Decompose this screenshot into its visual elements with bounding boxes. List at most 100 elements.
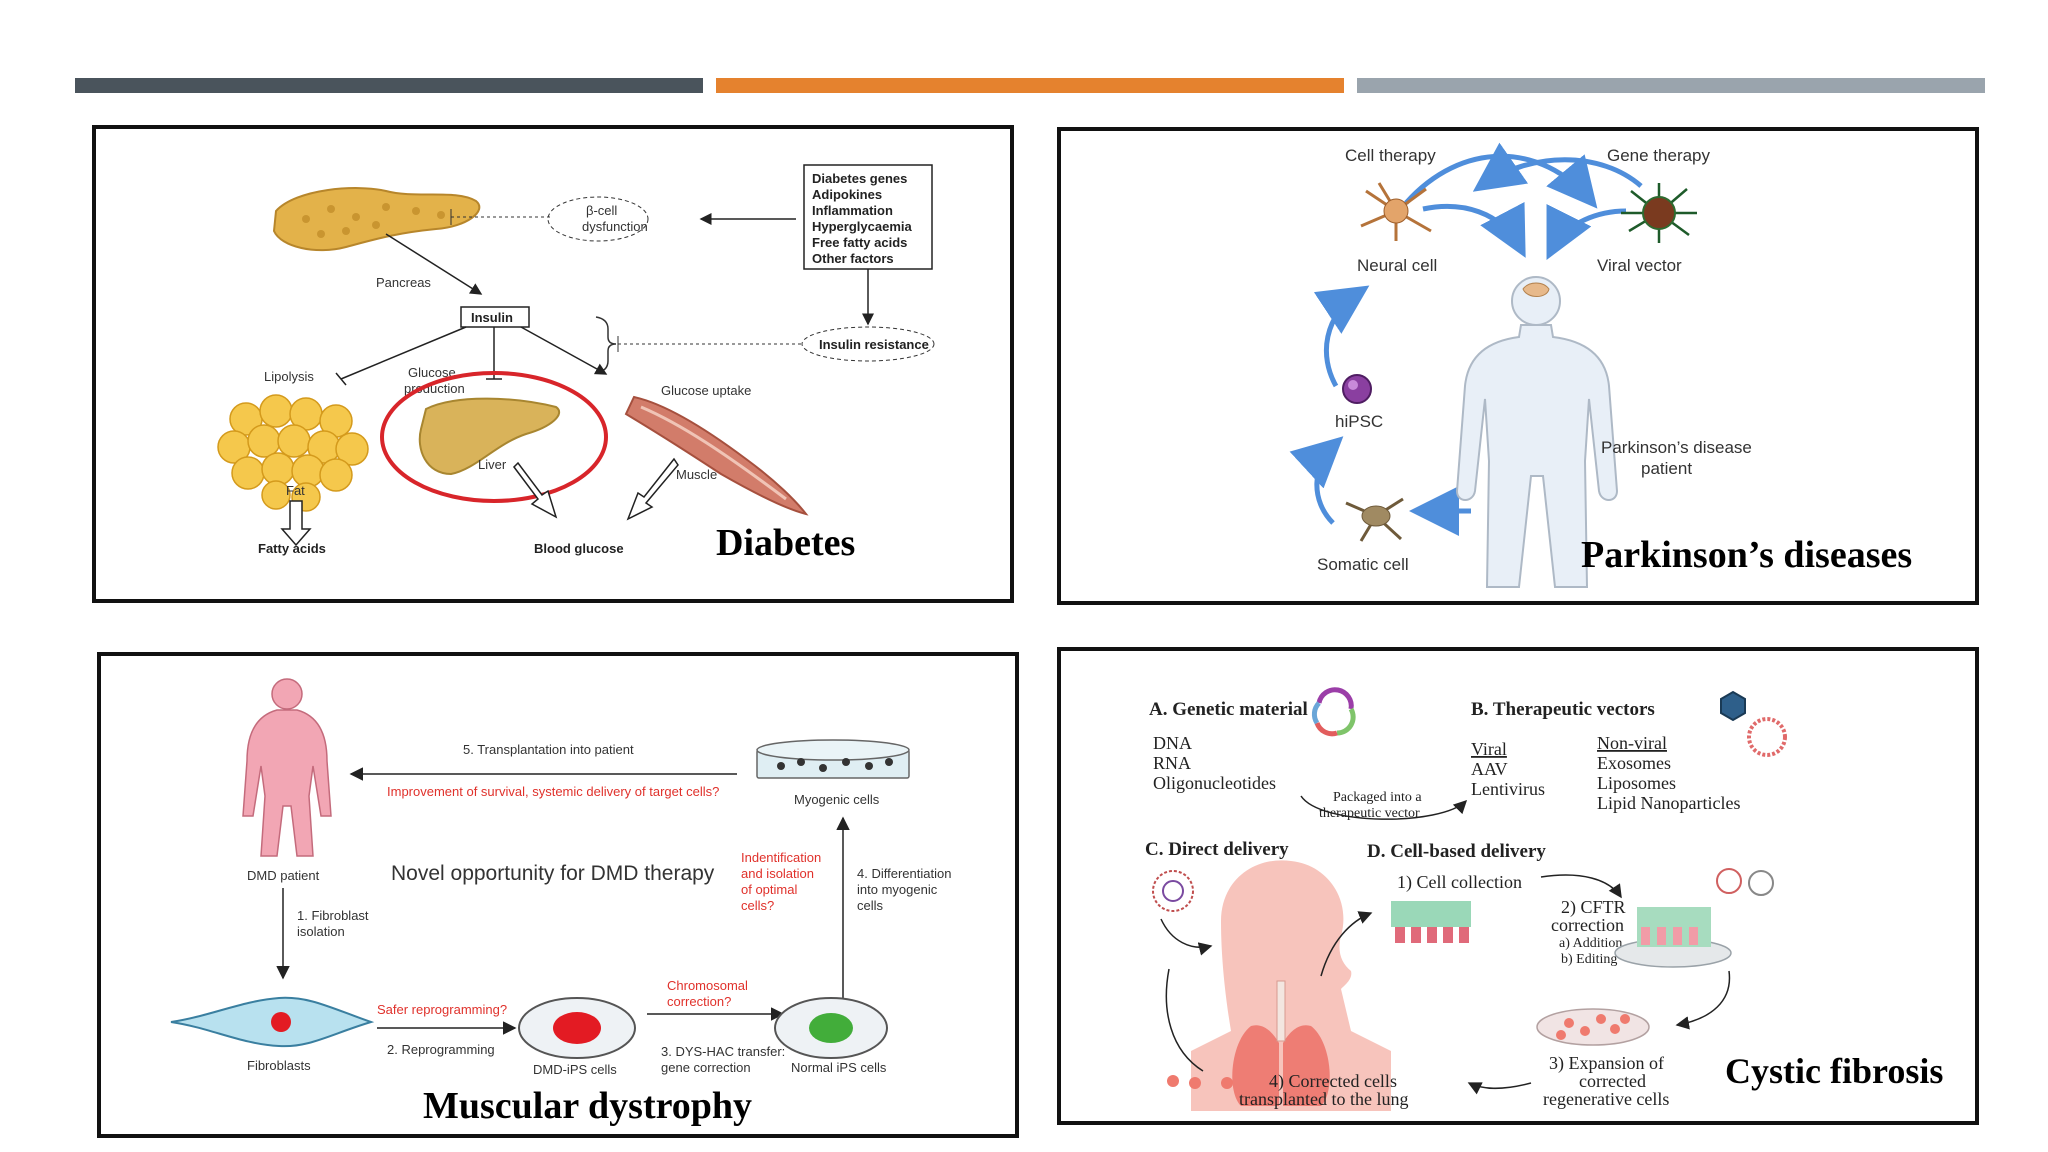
- viral-aav: AAV: [1471, 759, 1508, 779]
- hipsc-to-neural-arrow: [1313, 285, 1370, 388]
- expansion-dish: [1536, 1008, 1650, 1046]
- airway-cells-illustration: [1391, 901, 1471, 943]
- muscle-down-arrow: [626, 457, 679, 521]
- factors-box: [803, 164, 933, 270]
- liver-illustration: [418, 397, 561, 476]
- pancreas-insulin-arrow: [385, 233, 483, 295]
- nanoparticle-icon: [1152, 870, 1194, 912]
- packaged-arrow: [1300, 795, 1468, 820]
- fat-label: Fat: [286, 483, 305, 498]
- header-bar-dark: [75, 78, 703, 93]
- parkinson-panel: Cell therapy Gene therapy Neural cell Vi…: [1057, 127, 1979, 605]
- fibroblast-nucleus: [271, 1012, 291, 1032]
- liver-label: Liver: [478, 457, 507, 472]
- liposome-icon: [1747, 717, 1787, 757]
- insulin-box: [460, 306, 530, 328]
- parkinson-title: Parkinson’s diseases: [1581, 534, 1912, 576]
- therapeutic-vectors-heading: B. Therapeutic vectors: [1471, 699, 1655, 720]
- beta-cell-label-1: β-cell: [586, 203, 617, 218]
- insulin-label: Insulin: [471, 310, 513, 325]
- nonviral-liposomes: Liposomes: [1597, 773, 1676, 793]
- cell-collection-arrow: [1320, 911, 1373, 977]
- cf-step3-3: regenerative cells: [1543, 1089, 1669, 1109]
- cf-step2-4: b) Editing: [1561, 952, 1617, 967]
- factor-1: Diabetes genes: [812, 171, 907, 186]
- cf-step3-1: 3) Expansion of: [1549, 1053, 1664, 1074]
- nonviral-exosomes: Exosomes: [1597, 753, 1671, 773]
- liver-down-arrow: [513, 461, 558, 519]
- normal-ips-label: Normal iPS cells: [791, 1060, 887, 1075]
- chromosomal-label-2: correction?: [667, 994, 731, 1009]
- gm-dna: DNA: [1153, 733, 1192, 753]
- nonviral-lnp: Lipid Nanoparticles: [1597, 793, 1740, 813]
- insulin-lipolysis-line: [340, 326, 467, 380]
- neural-cell-label: Neural cell: [1357, 256, 1437, 275]
- pancreas-illustration: [272, 187, 481, 252]
- factor-2: Adipokines: [812, 187, 882, 202]
- direct-delivery-heading: C. Direct delivery: [1145, 839, 1289, 860]
- cf-step2-2: correction: [1551, 915, 1624, 935]
- corrected-cells-dish: [1614, 907, 1732, 968]
- liver-highlight-ellipse: [380, 371, 608, 503]
- vector-particle-icon-1: [1716, 868, 1742, 894]
- dna-plasmid-icon: [1311, 687, 1356, 737]
- cf-step4-1: 4) Corrected cells: [1269, 1071, 1397, 1092]
- lung-patient-illustration: [1191, 860, 1391, 1111]
- glucose-production-label-2: production: [404, 381, 465, 396]
- header-bar-orange: [716, 78, 1344, 93]
- gene-therapy-arrow: [1472, 142, 1643, 192]
- step4-label-1: 4. Differentiation: [857, 866, 951, 881]
- myogenic-cells-label: Myogenic cells: [794, 792, 880, 807]
- muscle-highlight: [640, 405, 787, 501]
- neural-to-patient-arrow: [1422, 201, 1526, 258]
- somatic-to-hipsc-arrow: [1289, 436, 1344, 525]
- patient-label-1: Parkinson’s disease: [1601, 438, 1752, 457]
- step2-label: 2. Reprogramming: [387, 1042, 495, 1057]
- nonviral-heading: Non-viral: [1597, 733, 1667, 753]
- transplant-arrow-cf: [1467, 1082, 1532, 1095]
- virus-capsid-icon: [1720, 690, 1746, 722]
- viral-heading: Viral: [1471, 739, 1507, 759]
- packaged-label-1: Packaged into a: [1333, 790, 1422, 805]
- identification-label-3: of optimal: [741, 882, 797, 897]
- dmd-title: Muscular dystrophy: [423, 1085, 752, 1127]
- cell-based-heading: D. Cell-based delivery: [1367, 841, 1546, 862]
- fibroblast-cell: [170, 996, 375, 1048]
- insulin-muscle-arrow: [520, 326, 608, 375]
- insulin-resistance-ellipse: [801, 326, 935, 362]
- gm-oligonucleotides: Oligonucleotides: [1153, 773, 1276, 793]
- brain-icon: [1522, 282, 1550, 297]
- patient-label-2: patient: [1641, 459, 1692, 478]
- step1-label-1: 1. Fibroblast: [297, 908, 369, 923]
- diabetes-title: Diabetes: [716, 522, 855, 564]
- chromosomal-label-1: Chromosomal: [667, 978, 748, 993]
- neural-cell-body: [1383, 198, 1409, 224]
- vector-to-patient-arrow: [1546, 204, 1627, 260]
- viral-vector-body: [1642, 196, 1676, 230]
- lipolysis-label: Lipolysis: [264, 369, 314, 384]
- fatty-acids-label: Fatty acids: [258, 541, 326, 556]
- packaged-label-2: therapeutic vector: [1319, 806, 1420, 821]
- somatic-cell-label: Somatic cell: [1317, 555, 1409, 574]
- hipsc-nucleus: [1348, 380, 1358, 390]
- dmd-panel: DMD patient 5. Transplantation into pati…: [97, 652, 1019, 1138]
- step3-label-2: gene correction: [661, 1060, 751, 1075]
- glucose-uptake-label: Glucose uptake: [661, 383, 751, 398]
- dmd-ips-label: DMD-iPS cells: [533, 1062, 617, 1077]
- identification-label-1: Indentification: [741, 850, 821, 865]
- step1-label-2: isolation: [297, 924, 345, 939]
- beta-cell-label-2: dysfunction: [582, 219, 648, 234]
- transplanted-cells: [1167, 1075, 1233, 1089]
- cell-therapy-label: Cell therapy: [1345, 146, 1436, 165]
- novel-opportunity-label: Novel opportunity for DMD therapy: [391, 862, 715, 885]
- header-bar-gray: [1357, 78, 1985, 93]
- fat-down-arrow: [280, 500, 312, 547]
- muscle-label: Muscle: [676, 467, 717, 482]
- cf-step2-1: 2) CFTR: [1561, 897, 1626, 918]
- cf-step3-2: corrected: [1579, 1071, 1646, 1091]
- gm-rna: RNA: [1153, 753, 1191, 773]
- factor-6: Other factors: [812, 251, 894, 266]
- vector-particle-icon-2: [1748, 870, 1774, 896]
- cf-panel: A. Genetic material B. Therapeutic vecto…: [1057, 647, 1979, 1125]
- dmd-patient-figure: [242, 678, 332, 857]
